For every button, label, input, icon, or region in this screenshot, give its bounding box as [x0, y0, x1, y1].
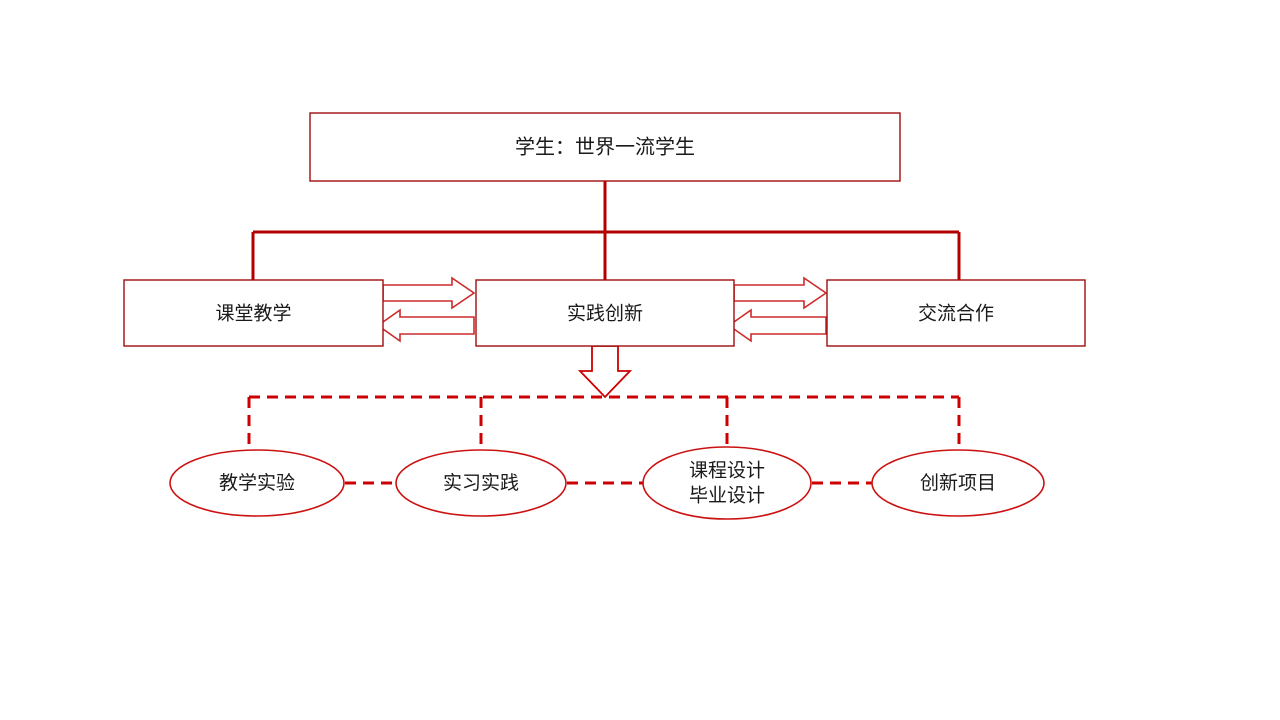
node-ellipse-shape: [871, 449, 1045, 517]
node-box-shape: [475, 279, 735, 347]
node-box-student[interactable]: 学生：世界一流学生: [309, 112, 901, 182]
node-ellipse-3[interactable]: 课程设计毕业设计: [642, 446, 812, 520]
exchange-arrow-layer: [376, 276, 828, 343]
node-label: 交流合作: [918, 303, 994, 325]
exchange-arrow-1-right: [382, 276, 476, 310]
connector-layer: [247, 181, 961, 485]
node-label: 实习实践: [443, 472, 519, 494]
node-ellipse-1[interactable]: 教学实验: [169, 449, 345, 517]
solid-connector-bus: [251, 181, 961, 280]
node-ellipse-4[interactable]: 创新项目: [871, 449, 1045, 517]
exchange-arrow-2-left: [376, 308, 475, 343]
node-box-mid-2[interactable]: 实践创新: [475, 279, 735, 347]
node-label: 学生：世界一流学生: [515, 135, 695, 159]
exchange-arrow-3-right: [733, 276, 828, 310]
node-ellipse-2[interactable]: 实习实践: [395, 449, 567, 517]
node-box-mid-3[interactable]: 交流合作: [826, 279, 1086, 347]
node-ellipse-shape: [642, 446, 812, 520]
node-label: 教学实验: [219, 472, 295, 494]
node-label: 课堂教学: [215, 303, 291, 325]
node-box-shape: [123, 279, 384, 347]
down-block-arrow: [577, 345, 633, 399]
node-box-shape: [309, 112, 901, 182]
node-label: 创新项目: [920, 472, 996, 494]
node-label: 课程设计毕业设计: [689, 459, 765, 506]
exchange-arrow-4-left: [727, 308, 827, 343]
node-ellipse-shape: [169, 449, 345, 517]
node-ellipse-shape: [395, 449, 567, 517]
node-label: 实践创新: [567, 303, 643, 325]
dashed-connector-bus: [247, 395, 961, 485]
node-box-shape: [826, 279, 1086, 347]
node-box-mid-1[interactable]: 课堂教学: [123, 279, 384, 347]
